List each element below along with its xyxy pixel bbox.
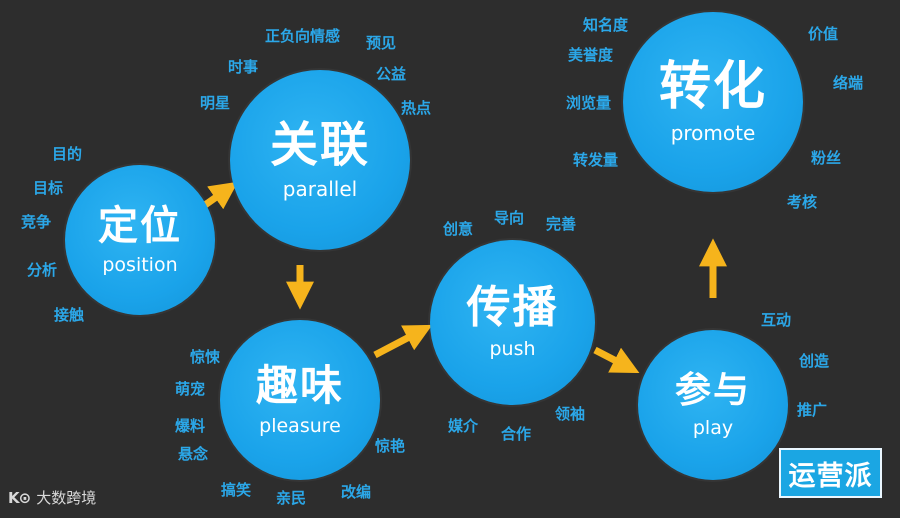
keyword: 转发量	[573, 151, 619, 169]
keyword: 完善	[546, 215, 577, 233]
keyword: 热点	[401, 99, 432, 117]
node-pleasure: 趣味 pleasure	[220, 320, 380, 480]
keyword: 竞争	[21, 213, 52, 231]
keyword: 媒介	[448, 417, 479, 435]
keyword: 推广	[797, 401, 828, 419]
keyword: 创意	[443, 220, 474, 238]
keyword: 粉丝	[811, 149, 842, 167]
keyword: 惊艳	[375, 437, 406, 455]
keyword: 知名度	[583, 16, 629, 34]
node-push: 传播 push	[430, 240, 595, 405]
watermark-logo-icon: K⊙	[8, 488, 31, 507]
keyword: 分析	[27, 261, 58, 279]
keyword: 悬念	[178, 445, 209, 463]
watermark-text: 大数跨境	[36, 489, 97, 507]
node-position-en: position	[102, 253, 178, 276]
keyword: 明星	[200, 94, 231, 112]
keyword: 创造	[799, 352, 830, 370]
node-parallel-cn: 关联	[269, 117, 370, 173]
keyword: 公益	[376, 65, 407, 83]
node-promote: 转化 promote	[623, 12, 803, 192]
keyword: 爆料	[175, 417, 206, 435]
keyword: 美誉度	[568, 46, 614, 64]
node-promote-en: promote	[670, 121, 756, 145]
keyword: 惊悚	[190, 348, 221, 366]
brand-logo: 运营派	[779, 448, 882, 498]
keyword: 互动	[761, 311, 792, 329]
node-play-cn: 参与	[674, 369, 751, 411]
keyword: 浏览量	[566, 94, 612, 112]
node-pleasure-cn: 趣味	[255, 360, 344, 410]
keyword: 价值	[808, 25, 839, 43]
node-play: 参与 play	[638, 330, 788, 480]
keyword: 合作	[501, 425, 532, 443]
arrow-pleasure-to-push	[373, 324, 433, 359]
node-play-en: play	[692, 416, 734, 439]
keyword: 考核	[787, 193, 818, 211]
watermark: K⊙ 大数跨境	[8, 487, 96, 508]
keyword: 时事	[228, 58, 259, 76]
keyword: 络端	[833, 74, 864, 92]
keyword: 预见	[366, 34, 397, 52]
node-parallel: 关联 parallel	[230, 70, 410, 250]
keyword: 导向	[494, 209, 525, 227]
keyword: 亲民	[276, 489, 307, 507]
arrow-push-to-play	[593, 346, 640, 374]
node-promote-cn: 转化	[658, 57, 767, 117]
node-position: 定位 position	[65, 165, 215, 315]
node-push-en: push	[489, 338, 536, 360]
node-parallel-en: parallel	[282, 177, 358, 201]
keyword: 领袖	[555, 405, 586, 423]
keyword: 接触	[54, 306, 85, 324]
keyword: 萌宠	[175, 380, 206, 398]
node-position-cn: 定位	[98, 202, 182, 249]
keyword: 目的	[52, 145, 83, 163]
arrow-position-to-parallel	[202, 181, 239, 210]
node-push-cn: 传播	[466, 282, 559, 333]
keyword: 改编	[341, 483, 372, 501]
keyword: 目标	[33, 179, 64, 197]
keyword: 正负向情感	[265, 27, 341, 45]
keyword: 搞笑	[221, 481, 252, 499]
node-pleasure-en: pleasure	[259, 414, 341, 437]
